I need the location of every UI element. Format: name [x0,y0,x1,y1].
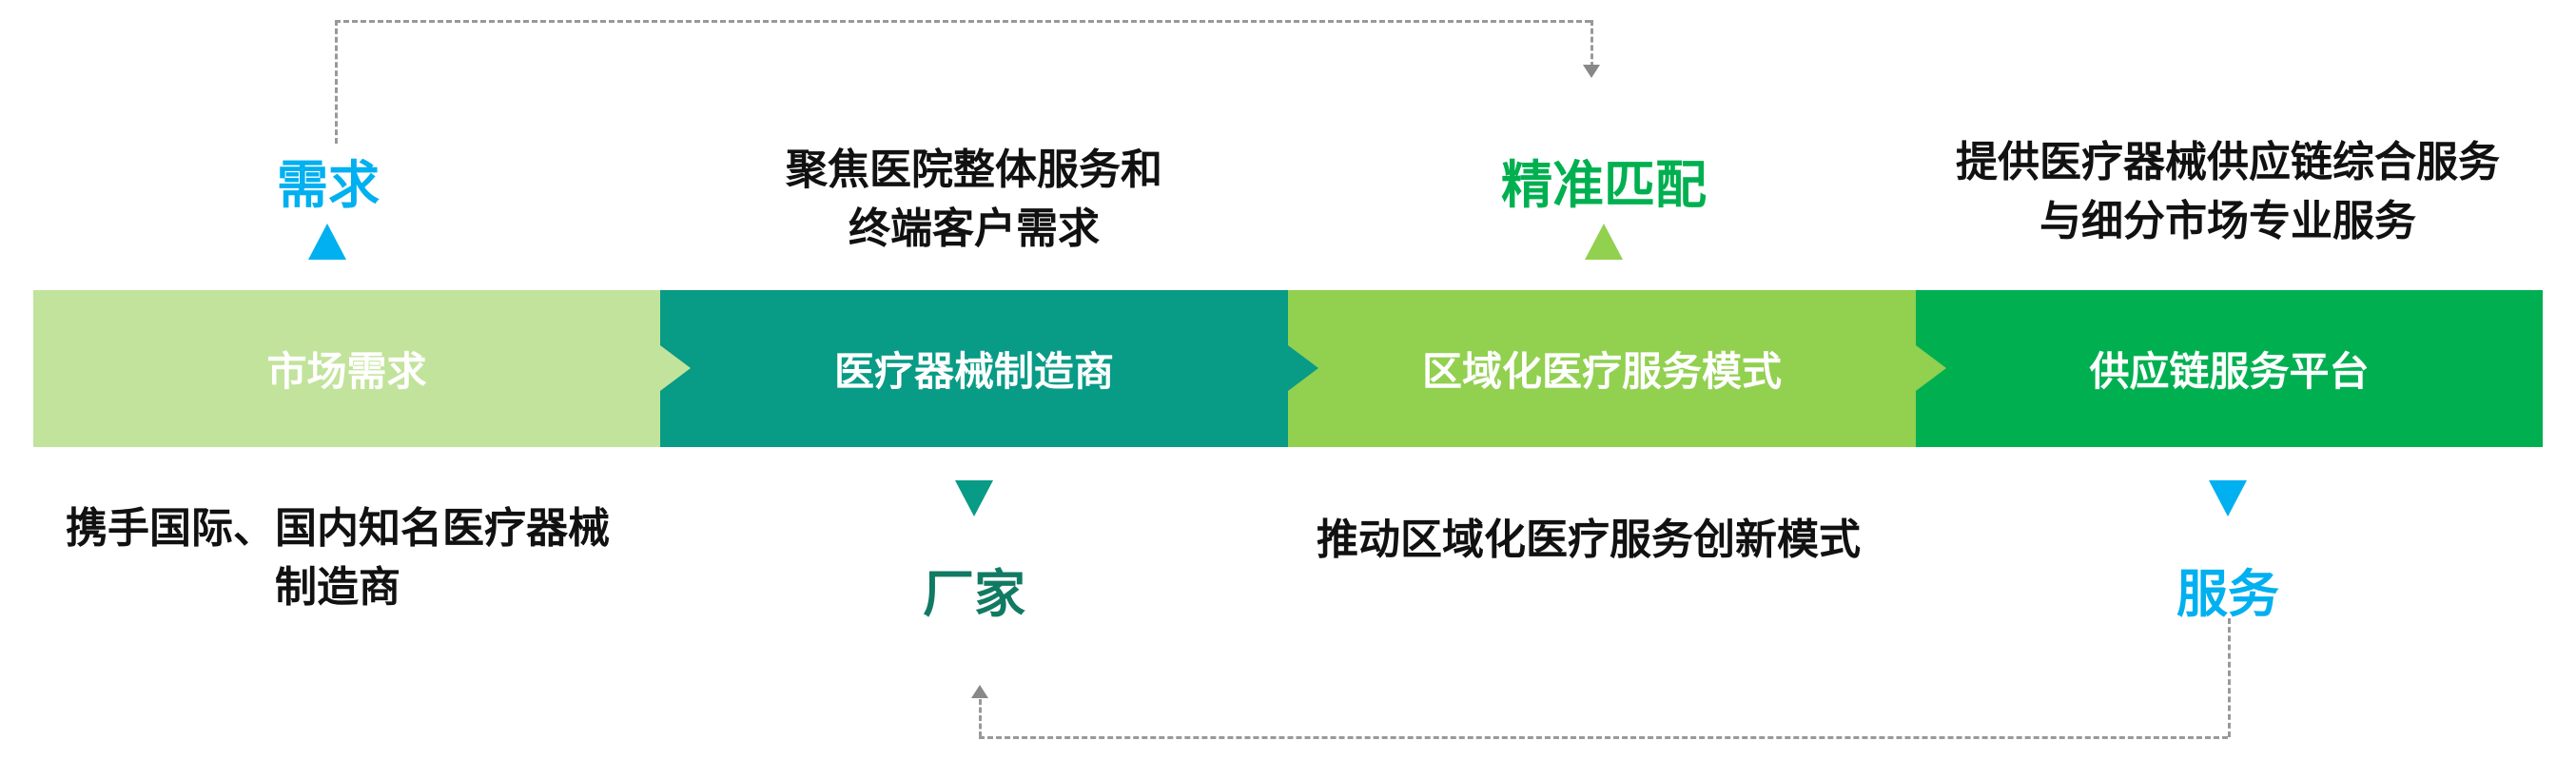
text-line: 终端客户需求 [849,205,1100,253]
regional-description: 推动区域化医疗服务创新模式 [1317,511,1861,570]
stage-label: 市场需求 [266,348,427,395]
triangle-down-icon [955,480,993,516]
text-line: 聚焦医院整体服务和 [786,146,1162,194]
stage-label: 医疗器械制造商 [833,348,1114,395]
stage-manufacturer: 医疗器械制造商 [660,290,1288,447]
keyword-service: 服务 [2176,564,2279,624]
triangle-up-icon [308,224,346,260]
stage-label: 区域化医疗服务模式 [1421,348,1782,395]
top-connector-left [335,20,338,144]
keyword-demand: 需求 [277,155,380,215]
arrow-up-icon [971,685,988,698]
stage-label: 供应链服务平台 [2089,348,2370,395]
top-connector [335,20,1590,23]
text-line: 推动区域化医疗服务创新模式 [1317,516,1861,564]
text-line: 与细分市场专业服务 [2039,197,2416,245]
platform-description: 提供医疗器械供应链综合服务 与细分市场专业服务 [1956,133,2500,251]
stage-regional-model: 区域化医疗服务模式 [1288,290,1916,447]
stage-market-demand: 市场需求 [33,290,660,447]
text-line: 携手国际、国内知名医疗器械 [66,504,610,553]
keyword-precise-match: 精准匹配 [1501,155,1707,215]
keyword-manufacturer: 厂家 [923,564,1025,624]
text-line: 制造商 [275,563,400,612]
market-description: 携手国际、国内知名医疗器械 制造商 [66,499,610,617]
triangle-down-icon [2209,480,2247,516]
top-connector-right [1590,20,1593,68]
bottom-connector [979,736,2228,739]
triangle-up-icon [1585,224,1623,260]
bottom-connector-right [2228,618,2231,737]
arrow-down-icon [1583,65,1600,78]
bottom-connector-left [979,699,982,737]
text-line: 提供医疗器械供应链综合服务 [1956,138,2500,186]
stage-supply-chain-platform: 供应链服务平台 [1916,290,2543,447]
manufacturer-description: 聚焦医院整体服务和 终端客户需求 [786,141,1162,259]
